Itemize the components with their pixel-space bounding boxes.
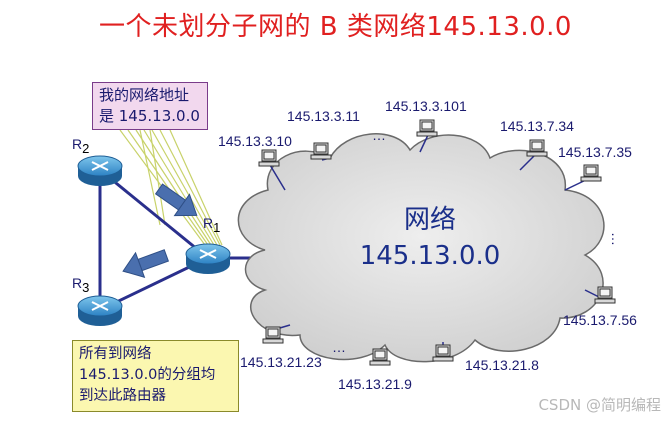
computer-icon [432, 344, 454, 362]
callout-line: 是 145.13.0.0 [99, 107, 200, 125]
watermark: CSDN @简明编程 [538, 396, 661, 414]
router-address-callout: 我的网络地址 是 145.13.0.0 [92, 82, 208, 130]
computer-icon [262, 326, 284, 344]
router-label-r3: R3 [72, 275, 89, 295]
host-label: 145.13.21.9 [338, 376, 412, 392]
computer-icon [310, 142, 332, 160]
computer-icon [416, 119, 438, 137]
computer-icon [580, 164, 602, 182]
callout-line: 145.13.0.0的分组均 [79, 367, 216, 383]
callout-line: 到达此路由器 [79, 388, 166, 404]
host-icons [258, 119, 616, 366]
diagram-title: 一个未划分子网的 B 类网络145.13.0.0 [99, 12, 572, 42]
callout-line: 所有到网络 [79, 346, 152, 362]
router-label-r1: R1 [203, 215, 220, 235]
router-icon [185, 243, 231, 274]
computer-icon [369, 348, 391, 366]
host-label: 145.13.3.101 [385, 98, 467, 114]
host-label: 145.13.21.8 [465, 357, 539, 373]
computer-icon [594, 286, 616, 304]
router-icon [77, 295, 123, 326]
router-links [98, 168, 260, 312]
ellipsis-bottom: … [332, 339, 346, 355]
arrow-icon [154, 183, 198, 217]
router-icon [77, 155, 123, 186]
cloud-label-address: 145.13.0.0 [360, 241, 501, 271]
ellipsis-top: … [372, 127, 386, 143]
cloud-label-name: 网络 [404, 205, 456, 235]
host-label: 145.13.21.23 [240, 354, 322, 370]
ellipsis-right: … [609, 232, 625, 246]
packets-callout: 所有到网络 145.13.0.0的分组均 到达此路由器 [72, 340, 239, 412]
computer-icon [526, 139, 548, 157]
traffic-arrows [122, 183, 198, 278]
arrow-icon [122, 249, 170, 278]
host-label: 145.13.3.10 [218, 133, 292, 149]
host-label: 145.13.3.11 [287, 108, 360, 124]
callout-line: 我的网络地址 [99, 86, 190, 104]
host-label: 145.13.7.35 [558, 144, 632, 160]
computer-icon [258, 149, 280, 167]
router-label-r2: R2 [72, 136, 89, 156]
host-label: 145.13.7.56 [563, 312, 637, 328]
host-label: 145.13.7.34 [500, 118, 574, 134]
